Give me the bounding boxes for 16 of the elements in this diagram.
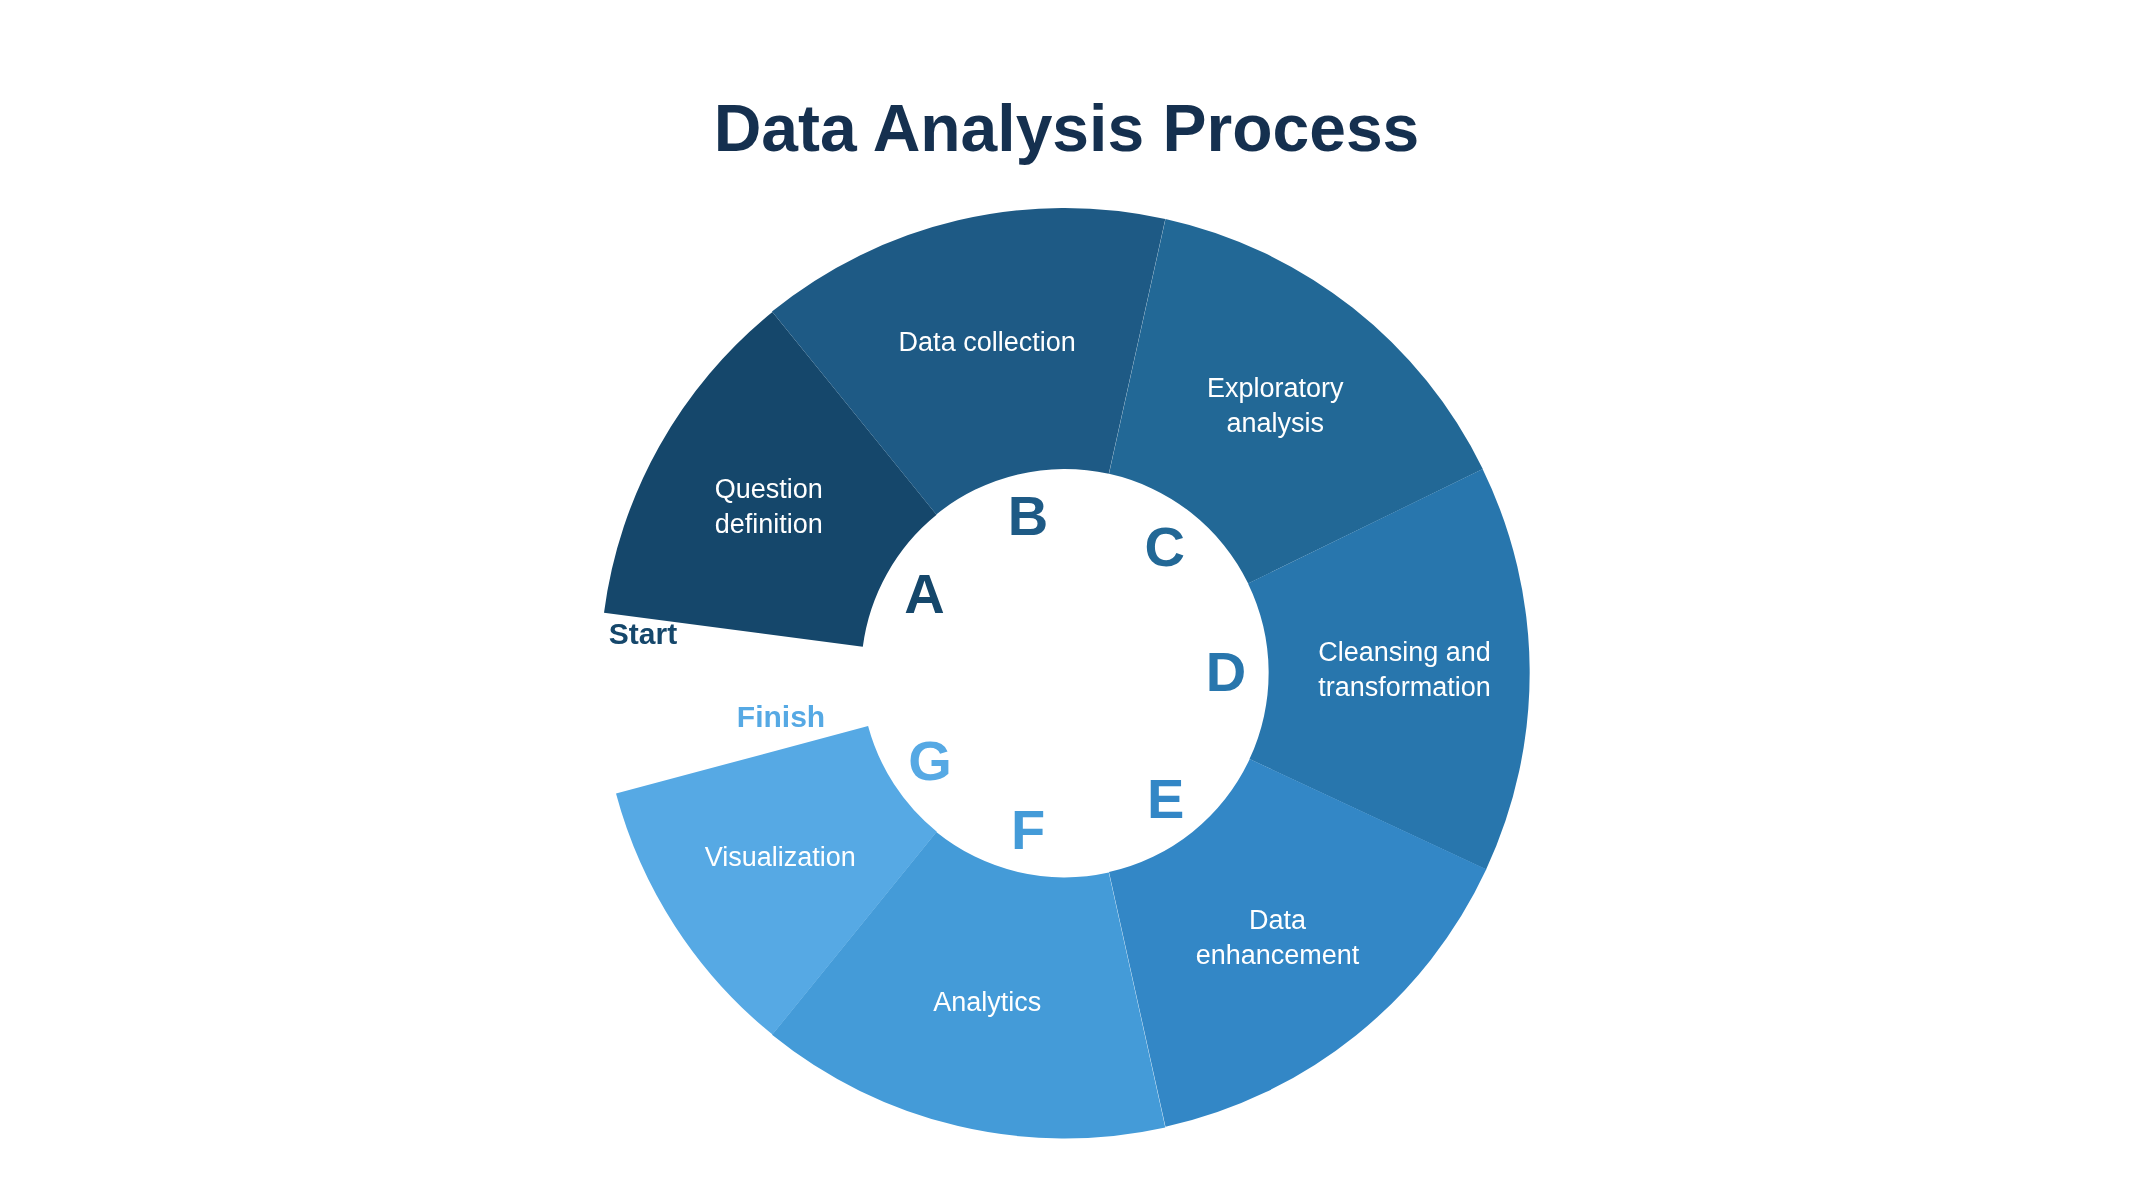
segment-label: Data enhancement [1194,903,1361,972]
segment-label: Exploratory analysis [1205,372,1345,441]
segment-label: Analytics [932,986,1043,1020]
step-letter: F [1011,801,1046,858]
step-letter: B [1007,488,1049,545]
segment-label: Visualization [703,841,857,875]
start-label: Start [608,619,678,649]
segment-label: Cleansing and transformation [1317,635,1492,705]
step-letter: E [1147,770,1185,827]
segment-label: Question definition [713,473,824,542]
step-letter: G [908,732,952,789]
step-letter: A [904,566,945,623]
segment-label: Data collection [897,325,1077,359]
step-letter: D [1205,643,1247,700]
step-letter: C [1144,518,1185,575]
finish-label: Finish [736,702,826,732]
